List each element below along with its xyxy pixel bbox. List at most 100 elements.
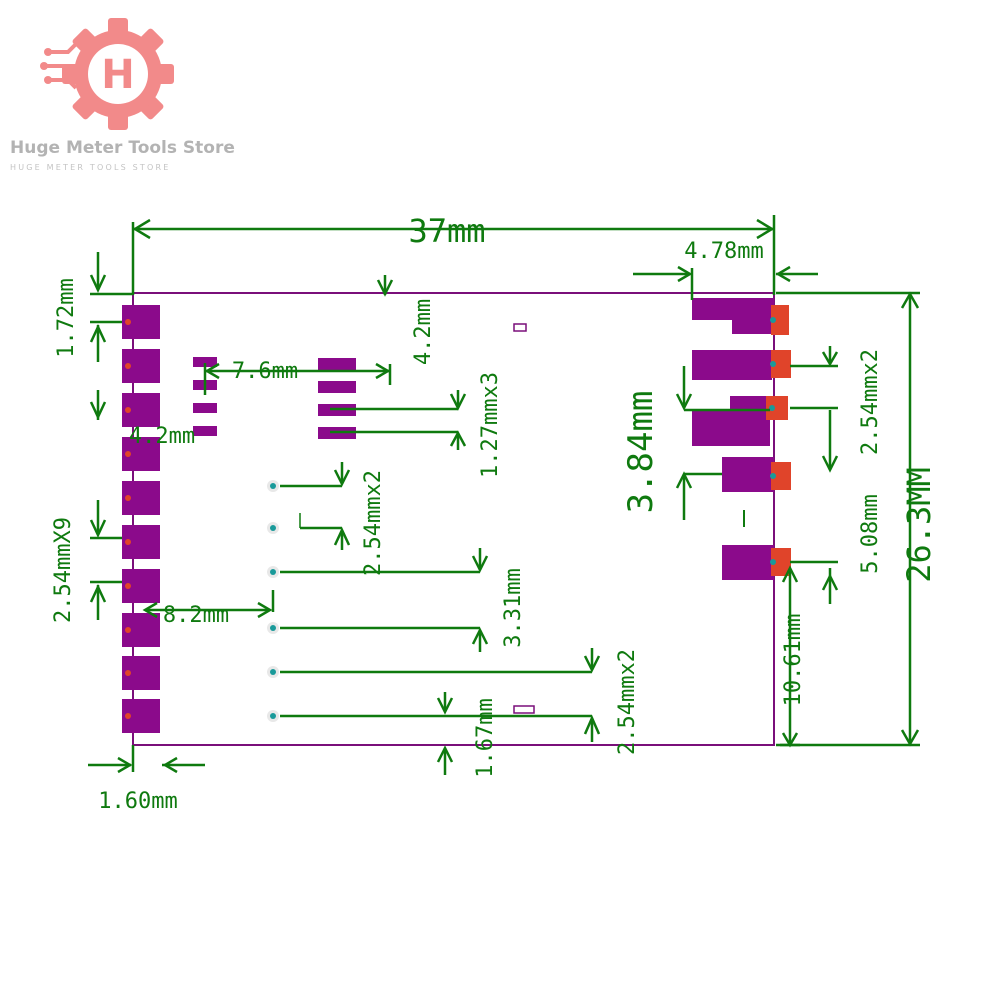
small-pad-a	[193, 426, 217, 436]
logo-letter: H	[101, 52, 134, 98]
right-edge-pads	[692, 298, 791, 580]
right-pad-copper	[771, 548, 791, 576]
dimension-arrow	[117, 756, 133, 774]
via-hole	[270, 569, 276, 575]
dimension-arrow	[89, 519, 107, 538]
dimension-arrow	[204, 362, 220, 380]
via-hole	[270, 669, 276, 675]
dimension-arrow	[449, 430, 467, 447]
dimension-arrow	[471, 555, 489, 573]
store-tagline: HUGE METER TOOLS STORE	[10, 163, 171, 172]
via-hole	[270, 625, 276, 631]
dim-mid-pitch-label: 2.54mmx2	[361, 470, 386, 576]
dim-width-label: 37mm	[408, 212, 485, 250]
left-pad-via	[125, 713, 131, 719]
right-pad	[692, 350, 772, 380]
dimension-arrow	[583, 714, 601, 735]
right-pad-via	[770, 361, 776, 367]
dim-left-offset-a-label: 4.2mm	[129, 424, 195, 449]
dim-top-pin-label: 1.72mm	[54, 278, 79, 357]
small-pad-b	[318, 358, 356, 370]
left-pad-via	[125, 539, 131, 545]
dim-right-pad-span-label: 3.84mm	[621, 391, 661, 514]
dim-via-offset-label: 8.2mm	[163, 603, 229, 628]
dimension-arrow	[162, 756, 178, 774]
left-pad-via	[125, 319, 131, 325]
small-pad-a	[193, 403, 217, 413]
dimension-arrow	[677, 265, 693, 283]
brand-logo: H Huge Meter Tools Store HUGE METER TOOL…	[0, 0, 250, 180]
right-pad	[732, 298, 774, 334]
right-pad-copper	[771, 305, 789, 335]
via-holes	[267, 480, 279, 722]
right-pad-copper	[766, 396, 788, 420]
small-pad-b	[318, 381, 356, 393]
dim-right-pitch-label: 2.54mmx2	[858, 349, 883, 455]
dimension-arrow	[142, 601, 158, 619]
dimension-arrow	[376, 279, 394, 297]
dim-connector-gap-label: 7.6mm	[232, 359, 298, 384]
right-pad-via	[770, 473, 776, 479]
dimension-arrow	[583, 655, 601, 673]
dimension-arrow	[821, 351, 839, 367]
dimension-arrow	[333, 469, 351, 487]
dimension-arrow	[471, 627, 489, 645]
dimension-arrow	[89, 584, 107, 603]
right-pad-copper	[771, 462, 791, 490]
dimension-arrow	[756, 218, 775, 240]
dimension-arrow	[775, 265, 791, 283]
right-pad-via	[770, 317, 776, 323]
left-pad-via	[125, 583, 131, 589]
right-pad-via	[770, 559, 776, 565]
dim-bottom-pitch-label: 2.54mmx2	[615, 649, 640, 755]
dim-left-offset-b-label: 4.2mm	[411, 299, 436, 365]
board-outline	[132, 292, 775, 746]
store-name: Huge Meter Tools Store	[10, 138, 235, 158]
dimension-lines	[88, 215, 920, 775]
left-header-pads	[122, 305, 160, 733]
dimension-arrow	[821, 573, 839, 591]
dim-left-pitch-label: 2.54mmX9	[51, 517, 76, 623]
dimension-arrow	[257, 601, 273, 619]
dimension-arrow	[436, 745, 454, 763]
right-pad	[722, 457, 774, 492]
dimension-arrow	[333, 527, 351, 546]
via-hole	[270, 483, 276, 489]
dimension-arrow	[900, 729, 920, 747]
gear-logo-icon: H	[40, 18, 174, 130]
dim-right-bottom-label: 10.61mm	[781, 614, 806, 707]
dimension-arrow	[89, 324, 107, 343]
right-pad-copper	[771, 350, 791, 378]
dim-right-offset-label: 5.08mm	[858, 494, 883, 573]
via-hole	[270, 713, 276, 719]
dim-bottom-clearance-label: 1.67mm	[473, 698, 498, 777]
left-pad-via	[125, 627, 131, 633]
dimension-arrow	[375, 362, 391, 380]
dimension-arrow	[436, 697, 454, 715]
marker-bottom	[513, 705, 535, 714]
dimension-arrow	[821, 455, 839, 473]
dimension-arrow	[675, 471, 693, 489]
right-pad-via	[769, 405, 775, 411]
left-pad-via	[125, 363, 131, 369]
marker-top	[513, 323, 527, 332]
small-pad-a	[193, 357, 217, 367]
left-pad-via	[125, 670, 131, 676]
via-hole	[270, 525, 276, 531]
dim-via-spacing-label: 3.31mm	[501, 568, 526, 647]
left-pad-via	[125, 451, 131, 457]
dimension-arrow	[89, 401, 107, 420]
dimension-arrow	[449, 393, 467, 411]
dimension-arrow	[675, 393, 693, 411]
right-pad	[730, 396, 770, 412]
dimension-arrow	[89, 274, 107, 293]
dim-height-label: 26.3MM	[900, 467, 938, 583]
dim-small-pitch-label: 1.27mmx3	[478, 372, 503, 478]
dimension-arrow	[132, 218, 151, 240]
left-pad-via	[125, 495, 131, 501]
left-pad-via	[125, 407, 131, 413]
right-pad	[692, 410, 770, 446]
dim-left-edge-label: 1.60mm	[98, 789, 177, 814]
dimension-arrow	[900, 291, 920, 309]
